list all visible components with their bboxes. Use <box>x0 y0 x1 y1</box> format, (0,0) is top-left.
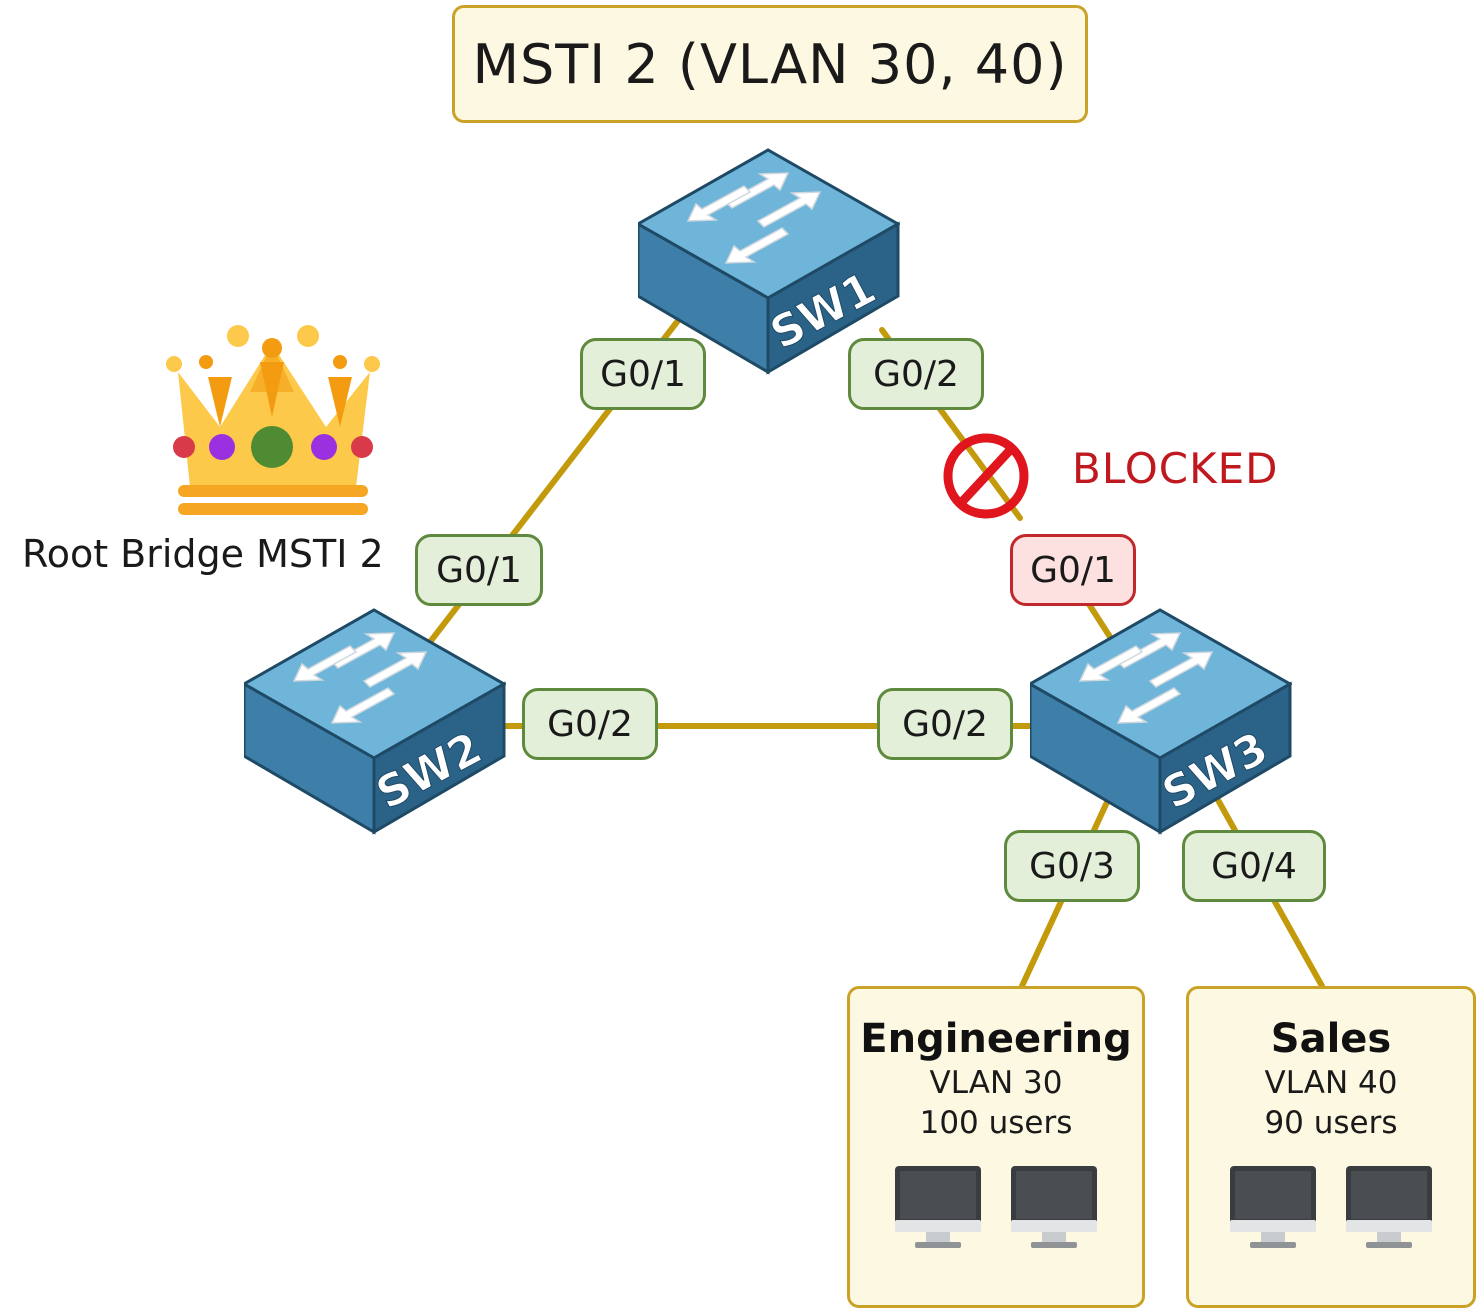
port-sw3-g0-3[interactable]: G0/3 <box>1004 830 1140 902</box>
computer-icon <box>1011 1166 1097 1248</box>
port-sw1-g0-2[interactable]: G0/2 <box>848 338 984 410</box>
computer-icon <box>1230 1166 1316 1248</box>
crown-icon <box>166 325 380 515</box>
title-box: MSTI 2 (VLAN 30, 40) <box>452 5 1088 123</box>
port-sw3-g0-2[interactable]: G0/2 <box>877 688 1013 760</box>
department-users: 100 users <box>919 1105 1073 1141</box>
port-sw3-g0-1-blocked[interactable]: G0/1 <box>1010 534 1136 606</box>
department-vlan: VLAN 30 <box>929 1065 1063 1101</box>
department-name: Sales <box>1270 1016 1392 1062</box>
switch-sw3[interactable]: SW3 <box>1030 606 1292 836</box>
department-box-sales: Sales VLAN 40 90 users <box>1186 986 1476 1308</box>
diagram-title: MSTI 2 (VLAN 30, 40) <box>472 32 1068 96</box>
department-users: 90 users <box>1264 1105 1398 1141</box>
blocked-label: BLOCKED <box>1072 444 1279 493</box>
department-name: Engineering <box>860 1016 1132 1062</box>
department-box-engineering: Engineering VLAN 30 100 users <box>847 986 1145 1308</box>
port-sw2-g0-1[interactable]: G0/1 <box>415 534 543 606</box>
department-vlan: VLAN 40 <box>1264 1065 1398 1101</box>
port-sw2-g0-2[interactable]: G0/2 <box>522 688 658 760</box>
switch-sw1[interactable]: SW1 <box>638 146 900 376</box>
computer-icon <box>1346 1166 1432 1248</box>
root-bridge-label: Root Bridge MSTI 2 <box>22 532 384 576</box>
port-sw1-g0-1[interactable]: G0/1 <box>580 338 706 410</box>
computer-icon <box>895 1166 981 1248</box>
blocked-icon <box>943 433 1029 519</box>
port-sw3-g0-4[interactable]: G0/4 <box>1182 830 1326 902</box>
switch-sw2[interactable]: SW2 <box>244 606 506 836</box>
